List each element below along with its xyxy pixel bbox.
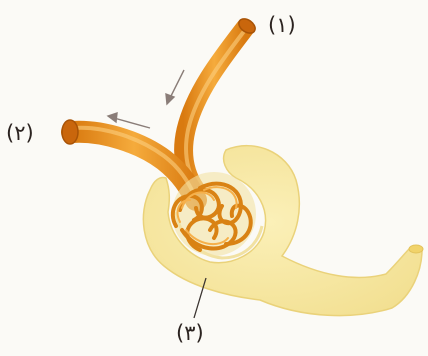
label-2: (٢) [6, 121, 34, 145]
tubule-opening [409, 245, 423, 253]
label-1: (١) [268, 13, 296, 37]
glomerulus-tuft [172, 172, 256, 256]
label-3: (٣) [176, 321, 204, 345]
vessel-2-cut-end [62, 120, 78, 144]
